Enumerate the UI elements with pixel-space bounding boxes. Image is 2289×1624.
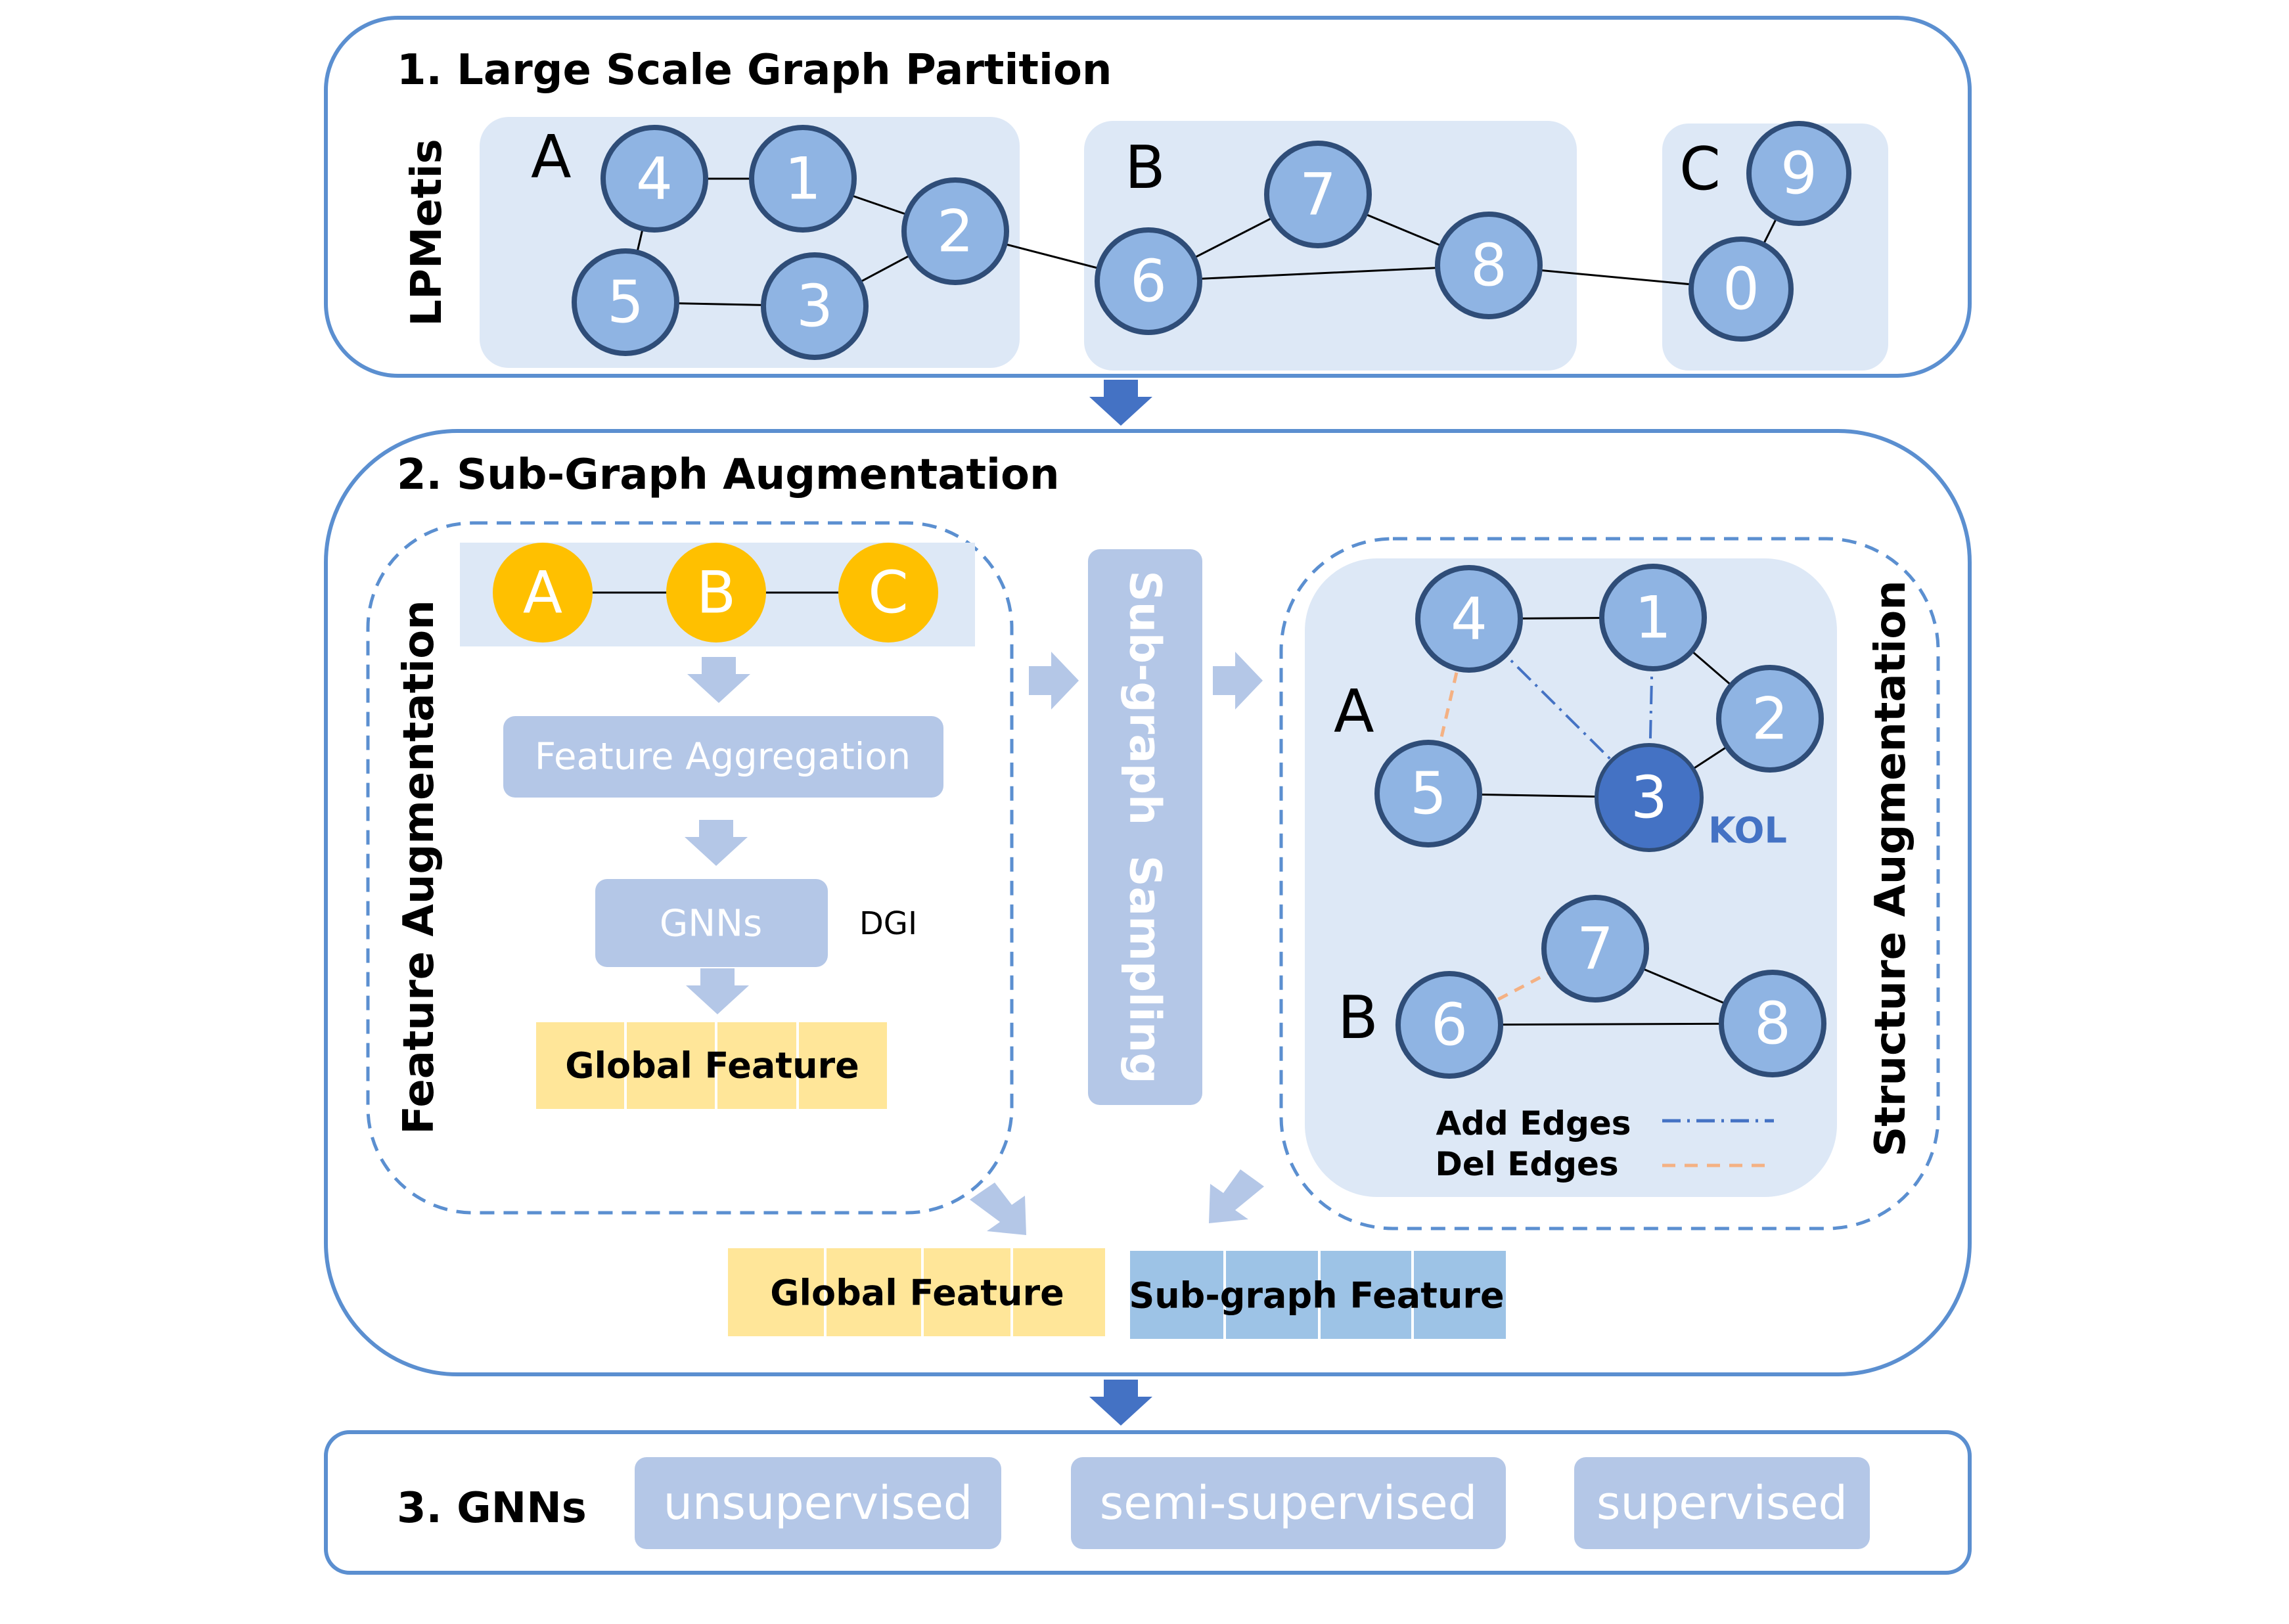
svg-text:1: 1 [784, 145, 821, 213]
graph-node: 1 [749, 125, 857, 233]
svg-text:8: 8 [1470, 232, 1507, 300]
subgraph-a-label: A [1334, 677, 1374, 746]
kol-node: 3 [1595, 743, 1704, 852]
partition-a-label: A [531, 123, 572, 192]
svg-text:4: 4 [1451, 585, 1487, 653]
structure-augmentation-panel: Structure Augmentation A 4 1 [1279, 537, 1940, 1230]
graph-node: 0 [1688, 237, 1794, 342]
graph-node: 7 [1264, 141, 1372, 248]
partition-c-label: C [1679, 135, 1721, 204]
feature-augmentation-panel: Feature Augmentation A B C Feature Aggre… [366, 521, 1014, 1215]
partition-node: A [493, 543, 593, 643]
arrow-diagonal-icon [1209, 1169, 1264, 1223]
section3-title: 3. GNNs [397, 1484, 587, 1533]
svg-text:2: 2 [937, 198, 974, 265]
lpmetis-label: LPMetis [403, 139, 451, 326]
svg-text:6: 6 [1130, 248, 1167, 315]
structure-augmentation-label: Structure Augmentation [1867, 580, 1915, 1157]
global-feature-bar-inner: Global Feature [536, 1022, 887, 1109]
gnns-label: GNNs [660, 903, 762, 945]
gnns-box [595, 879, 828, 967]
graph-node: 1 [1599, 564, 1707, 671]
structure-augmentation-frame [1279, 537, 1940, 1230]
feature-augmentation-label: Feature Augmentation [395, 600, 443, 1135]
svg-text:A: A [523, 559, 562, 627]
svg-text:1: 1 [1635, 584, 1671, 652]
graph-node: 2 [901, 177, 1009, 285]
svg-text:3: 3 [796, 273, 833, 340]
graph-node: 7 [1541, 895, 1649, 1003]
graph-node: 5 [1374, 740, 1482, 847]
mode-unsupervised-label: unsupervised [664, 1476, 973, 1530]
dgi-label: DGI [859, 905, 917, 942]
mode-semi-supervised-label: semi-supervised [1100, 1476, 1477, 1530]
svg-text:3: 3 [1631, 764, 1667, 832]
partition-b-label: B [1125, 133, 1166, 202]
svg-text:9: 9 [1780, 140, 1817, 208]
subgraph-feature-output-label: Sub-graph Feature [1129, 1275, 1504, 1317]
svg-text:B: B [696, 559, 736, 627]
svg-text:0: 0 [1723, 256, 1759, 323]
subgraph-feature-output: Sub-graph Feature [1129, 1251, 1506, 1339]
svg-text:2: 2 [1752, 685, 1788, 753]
section1-title: 1. Large Scale Graph Partition [397, 46, 1112, 95]
svg-text:7: 7 [1300, 161, 1336, 229]
graph-node: 2 [1716, 665, 1824, 773]
feature-aggregation-label: Feature Aggregation [535, 736, 911, 778]
subgraph-sampling-label: Sub-graph Sampling [1120, 570, 1171, 1083]
partition-node: C [838, 543, 938, 643]
section-graph-partition: 1. Large Scale Graph Partition LPMetis A… [324, 16, 1972, 378]
subgraph-b-label: B [1338, 983, 1378, 1052]
mode-supervised-label: supervised [1597, 1476, 1847, 1530]
graph-node: 6 [1395, 971, 1503, 1079]
global-feature-label-inner: Global Feature [565, 1045, 859, 1087]
graph-node: 9 [1746, 121, 1851, 226]
legend-del-edges: Del Edges [1435, 1145, 1618, 1183]
graph-node: 6 [1095, 227, 1202, 335]
svg-text:5: 5 [1410, 760, 1447, 828]
graph-node: 3 [761, 252, 869, 360]
structure-subgraph-area [1305, 558, 1837, 1197]
graph-node: 8 [1435, 212, 1543, 319]
arrow-diagonal-icon [970, 1183, 1026, 1235]
edge-legend: Add Edges Del Edges [1435, 1104, 1774, 1183]
arrow-down-icon [1089, 380, 1152, 426]
graph-node: 4 [601, 125, 708, 233]
subgraph-sampling-box [1088, 549, 1202, 1105]
svg-text:5: 5 [607, 269, 644, 336]
graph-node: 4 [1415, 565, 1523, 673]
mode-unsupervised-box [635, 1457, 1001, 1549]
mode-semi-supervised-box [1071, 1457, 1506, 1549]
svg-text:4: 4 [636, 145, 673, 213]
section1-nodes: 4 1 2 5 3 7 6 [572, 121, 1851, 360]
mode-supervised-box [1574, 1457, 1870, 1549]
section-subgraph-augmentation: 2. Sub-Graph Augmentation Feature Augmen… [324, 429, 1972, 1376]
section2-title: 2. Sub-Graph Augmentation [397, 451, 1060, 499]
graph-node: 5 [572, 248, 679, 356]
section-gnns: 3. GNNs unsupervised semi-supervised sup… [324, 1430, 1972, 1575]
feature-augmentation-frame [366, 521, 1014, 1215]
feature-aggregation-box [503, 716, 943, 798]
svg-text:7: 7 [1577, 915, 1614, 983]
partition-node: B [666, 543, 766, 643]
svg-text:C: C [868, 559, 908, 627]
global-feature-output-label: Global Feature [770, 1273, 1064, 1314]
svg-text:8: 8 [1754, 990, 1791, 1058]
legend-add-edges: Add Edges [1436, 1104, 1631, 1142]
svg-text:6: 6 [1431, 991, 1468, 1059]
graph-node: 8 [1719, 970, 1826, 1077]
arrow-down-icon [1089, 1380, 1152, 1426]
kol-label: KOL [1708, 810, 1787, 851]
global-feature-output: Global Feature [728, 1248, 1105, 1336]
